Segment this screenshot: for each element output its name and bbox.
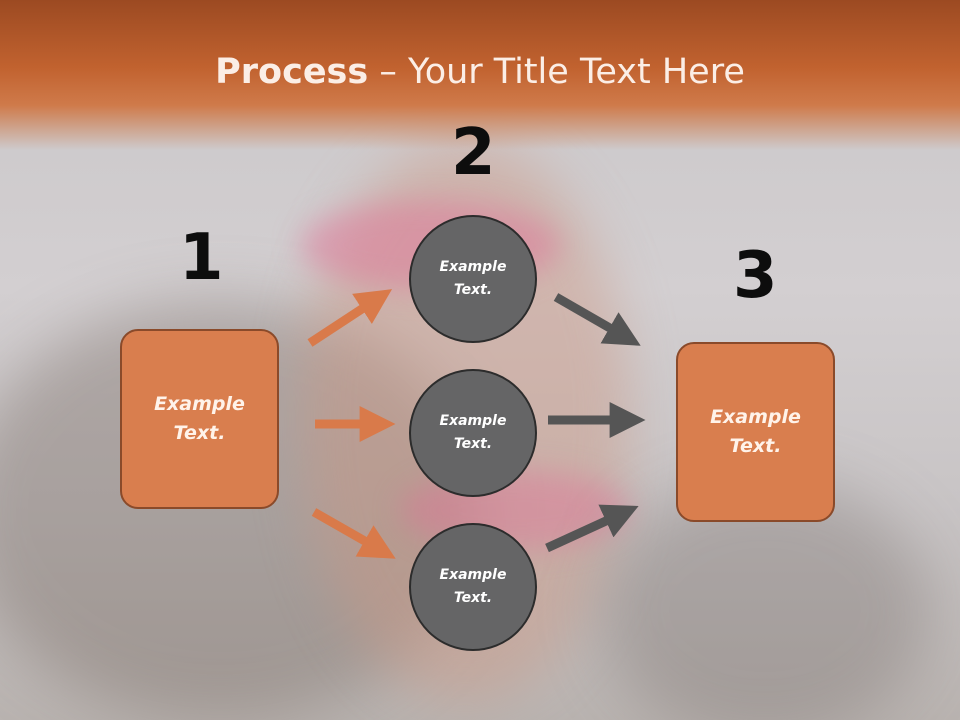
arrow-to-circle-3 <box>311 508 396 559</box>
step-number-3: 3 <box>733 239 778 313</box>
step-1-box: Example Text. <box>120 329 279 509</box>
arrow-from-circle-3 <box>545 504 639 553</box>
circle-3-text: Example Text. <box>440 564 507 610</box>
step-1-text-line1: Example <box>154 393 245 415</box>
circle-3-text-line2: Text. <box>453 590 493 606</box>
process-circle-1: Example Text. <box>409 215 537 343</box>
step-3-text-line1: Example <box>710 406 801 428</box>
slide-title: Process – Your Title Text Here <box>0 52 960 92</box>
arrow-to-circle-1 <box>307 289 393 347</box>
title-bold: Process <box>215 52 369 92</box>
step-number-2: 2 <box>451 116 496 190</box>
step-1-text-line2: Text. <box>173 422 226 444</box>
circle-2-text-line2: Text. <box>453 436 493 452</box>
circle-1-text-line1: Example <box>439 259 507 275</box>
circle-1-text-line2: Text. <box>453 282 493 298</box>
circle-2-text: Example Text. <box>440 410 507 456</box>
circle-3-text-line1: Example <box>439 567 507 583</box>
step-1-text: Example Text. <box>154 390 245 448</box>
step-3-box: Example Text. <box>676 342 835 522</box>
process-circle-2: Example Text. <box>409 369 537 497</box>
circle-1-text: Example Text. <box>440 256 507 302</box>
process-circle-3: Example Text. <box>409 523 537 651</box>
title-rest: – Your Title Text Here <box>368 52 745 92</box>
step-3-text-line2: Text. <box>729 435 782 457</box>
circle-2-text-line1: Example <box>439 413 507 429</box>
step-number-1: 1 <box>179 221 224 295</box>
title-banner <box>0 0 960 150</box>
step-3-text: Example Text. <box>710 403 801 461</box>
arrow-from-circle-1 <box>553 293 641 346</box>
